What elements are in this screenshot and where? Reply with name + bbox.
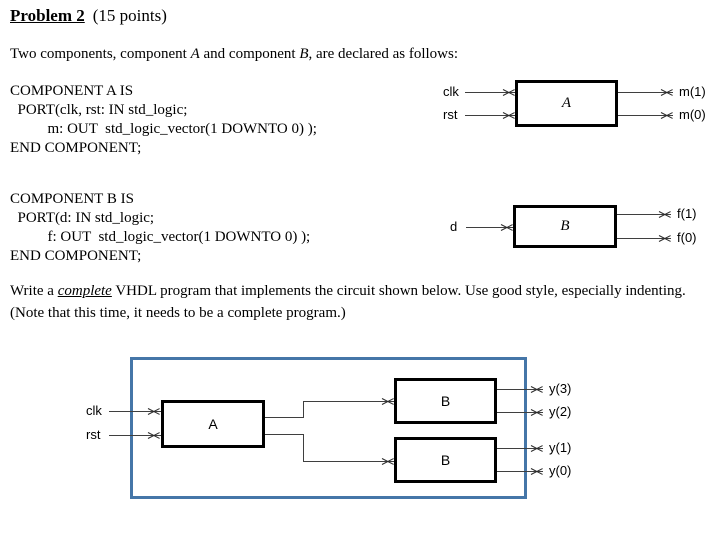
circuit-block-b2: B xyxy=(394,437,497,483)
problem-title-text: Problem 2 xyxy=(10,6,85,25)
task-text-2: VHDL program that implements the circuit… xyxy=(10,283,686,321)
diagram-b-block: B xyxy=(513,205,617,248)
circuit-block-a: A xyxy=(161,400,265,448)
intro-text-1: Two components, component xyxy=(10,46,191,62)
diagram-a-output-m0-label: m(0) xyxy=(679,107,706,122)
diagram-a-block: A xyxy=(515,80,618,127)
circuit-a-out1-seg1 xyxy=(265,417,304,418)
circuit-a-out0-seg2 xyxy=(303,434,304,461)
diagram-a-m0-wire xyxy=(618,115,673,116)
diagram-a-rst-wire xyxy=(465,115,515,116)
circuit-b2-input-arrow-icon xyxy=(382,454,394,468)
circuit-y3-arrow-icon xyxy=(531,382,543,396)
circuit-clk-arrow-icon xyxy=(148,404,160,418)
circuit-y2-wire xyxy=(497,412,543,413)
circuit-output-y2-label: y(2) xyxy=(549,404,572,419)
intro-component-a: A xyxy=(190,46,200,62)
circuit-b1-input-arrow-icon xyxy=(382,394,394,408)
diagram-a-input-clk-label: clk xyxy=(443,84,459,99)
component-a-declaration: COMPONENT A IS PORT(clk, rst: IN std_log… xyxy=(10,83,317,156)
diagram-b-f0-wire xyxy=(617,238,671,239)
circuit-output-y1-label: y(1) xyxy=(549,440,572,455)
circuit-input-rst-label: rst xyxy=(86,427,101,442)
circuit-y0-wire xyxy=(497,471,543,472)
diagram-a-m1-wire xyxy=(618,92,673,93)
diagram-b-input-d-label: d xyxy=(450,219,458,234)
intro-paragraph: Two components, component A and componen… xyxy=(10,44,458,64)
circuit-rst-wire xyxy=(109,435,161,436)
page-title: Problem 2 (15 points) xyxy=(10,6,167,26)
circuit-enclosure-box xyxy=(130,357,527,499)
diagram-a-output-m1-label: m(1) xyxy=(679,84,706,99)
circuit-a-out0-seg3 xyxy=(303,461,395,462)
intro-text-2: and component xyxy=(199,46,300,62)
circuit-y0-arrow-icon xyxy=(531,464,543,478)
circuit-block-b1: B xyxy=(394,378,497,424)
circuit-input-clk-label: clk xyxy=(86,403,102,418)
circuit-y2-arrow-icon xyxy=(531,405,543,419)
diagram-a-input-rst-label: rst xyxy=(443,107,458,122)
component-b-declaration: COMPONENT B IS PORT(d: IN std_logic; f: … xyxy=(10,191,311,264)
component-a-diagram: clk rst A m(1) m(0) xyxy=(0,0,721,150)
intro-text-3: , are declared as follows: xyxy=(308,46,459,62)
circuit-a-out1-seg3 xyxy=(303,401,395,402)
circuit-output-y0-label: y(0) xyxy=(549,463,572,478)
circuit-a-out1-seg2 xyxy=(303,401,304,418)
diagram-b-f1-wire xyxy=(617,214,671,215)
component-b-diagram: d B f(1) f(0) xyxy=(0,0,721,270)
circuit-rst-arrow-icon xyxy=(148,428,160,442)
problem-points-text: (15 points) xyxy=(92,6,167,25)
diagram-b-d-wire xyxy=(466,227,513,228)
diagram-b-output-f1-label: f(1) xyxy=(677,206,697,221)
intro-component-b: B xyxy=(299,46,309,62)
task-emphasis: complete xyxy=(57,283,112,299)
circuit-y3-wire xyxy=(497,389,543,390)
circuit-y1-arrow-icon xyxy=(531,441,543,455)
circuit-y1-wire xyxy=(497,448,543,449)
task-text-1: Write a xyxy=(10,283,58,299)
circuit-a-out0-seg1 xyxy=(265,434,304,435)
diagram-a-clk-wire xyxy=(465,92,515,93)
diagram-b-output-f0-label: f(0) xyxy=(677,230,697,245)
circuit-clk-wire xyxy=(109,411,161,412)
circuit-output-y3-label: y(3) xyxy=(549,381,572,396)
task-paragraph: Write a complete VHDL program that imple… xyxy=(10,280,710,324)
